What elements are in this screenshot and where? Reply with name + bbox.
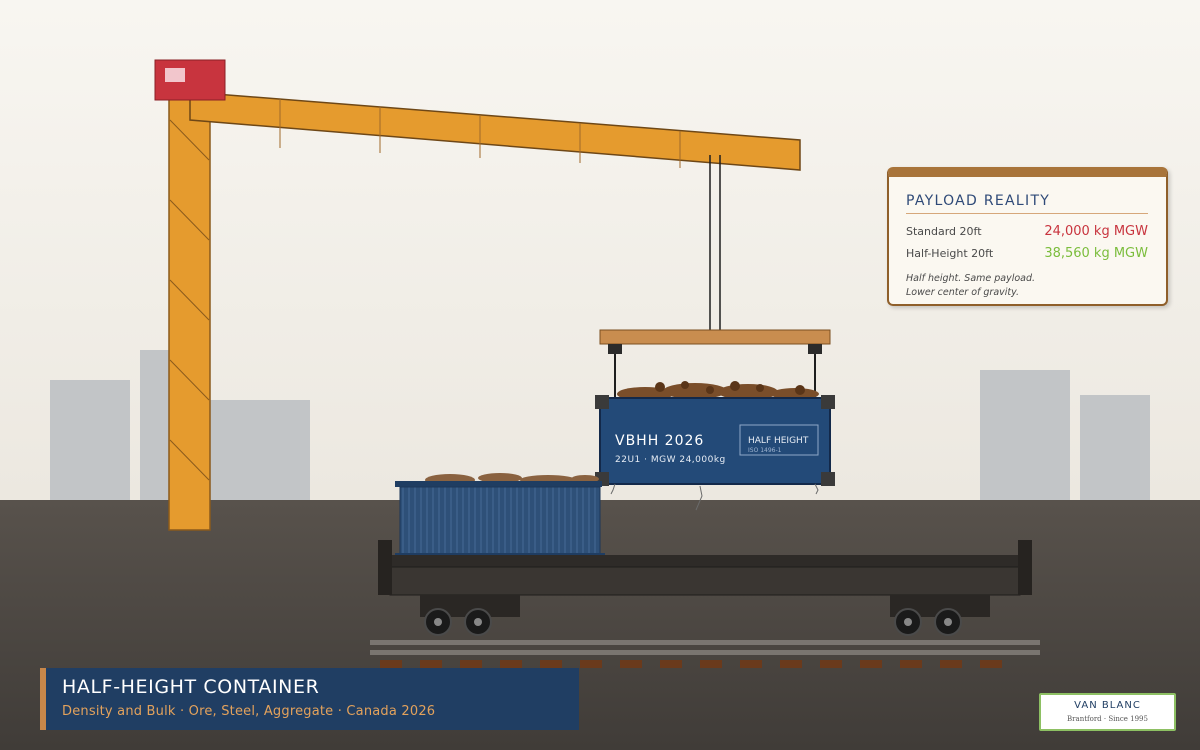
rail-sleeper <box>940 660 962 668</box>
rail-sleeper <box>820 660 842 668</box>
rail-sleeper <box>420 660 442 668</box>
hoist-cables <box>709 155 721 330</box>
rail-sleeper <box>580 660 602 668</box>
rail-sleeper <box>500 660 522 668</box>
banner-subtitle: Density and Bulk · Ore, Steel, Aggregate… <box>62 704 436 719</box>
rail-sleeper <box>460 660 482 668</box>
info-row-standard: Standard 20ft 24,000 kg MGW <box>906 224 1148 246</box>
container-badge-sub: ISO 1496-1 <box>748 447 782 454</box>
brand-tagline: Brantford · Since 1995 <box>1067 715 1148 723</box>
railcar <box>378 540 1032 636</box>
rail-sleeper <box>700 660 722 668</box>
rail-sleeper <box>980 660 1002 668</box>
rail-sleeper <box>540 660 562 668</box>
info-row-half-height: Half-Height 20ft 38,560 kg MGW <box>906 246 1148 268</box>
payload-info-card: PAYLOAD REALITY Standard 20ft 24,000 kg … <box>887 167 1168 306</box>
info-label-half-height: Half-Height 20ft <box>906 247 994 260</box>
rail-container <box>395 481 605 558</box>
lifted-container: VBHH 2026 22U1 · MGW 24,000kg HALF HEIGH… <box>595 395 835 511</box>
spreader-beam <box>599 329 831 398</box>
info-note-line-1: Half height. Same payload. <box>906 273 1036 284</box>
rail-sleeper <box>740 660 762 668</box>
info-note-line-2: Lower center of gravity. <box>906 287 1020 298</box>
rail-sleeper <box>780 660 802 668</box>
info-value-standard: 24,000 kg MGW <box>1044 224 1148 239</box>
rail-sleeper <box>620 660 642 668</box>
crane-tower <box>168 94 211 531</box>
ore-cargo-lifted <box>617 381 819 401</box>
title-banner: HALF-HEIGHT CONTAINER Density and Bulk ·… <box>40 668 579 730</box>
rail-sleeper <box>900 660 922 668</box>
rail-sleeper <box>660 660 682 668</box>
rail-sleeper <box>380 660 402 668</box>
container-spec: 22U1 · MGW 24,000kg <box>615 455 726 465</box>
container-badge-main: HALF HEIGHT <box>748 436 809 446</box>
info-label-standard: Standard 20ft <box>906 225 982 238</box>
rail-sleeper <box>860 660 882 668</box>
banner-title: HALF-HEIGHT CONTAINER <box>62 676 320 698</box>
brand-badge: VAN BLANC Brantford · Since 1995 <box>1039 693 1176 731</box>
rail-track <box>370 640 1040 668</box>
container-code: VBHH 2026 <box>615 433 704 449</box>
info-card-title: PAYLOAD REALITY <box>906 193 1148 214</box>
info-value-half-height: 38,560 kg MGW <box>1044 246 1148 261</box>
brand-name: VAN BLANC <box>1074 700 1141 711</box>
info-note: Half height. Same payload. Lower center … <box>906 272 1148 300</box>
crane-cab <box>154 59 226 101</box>
crane-jib <box>189 91 801 171</box>
